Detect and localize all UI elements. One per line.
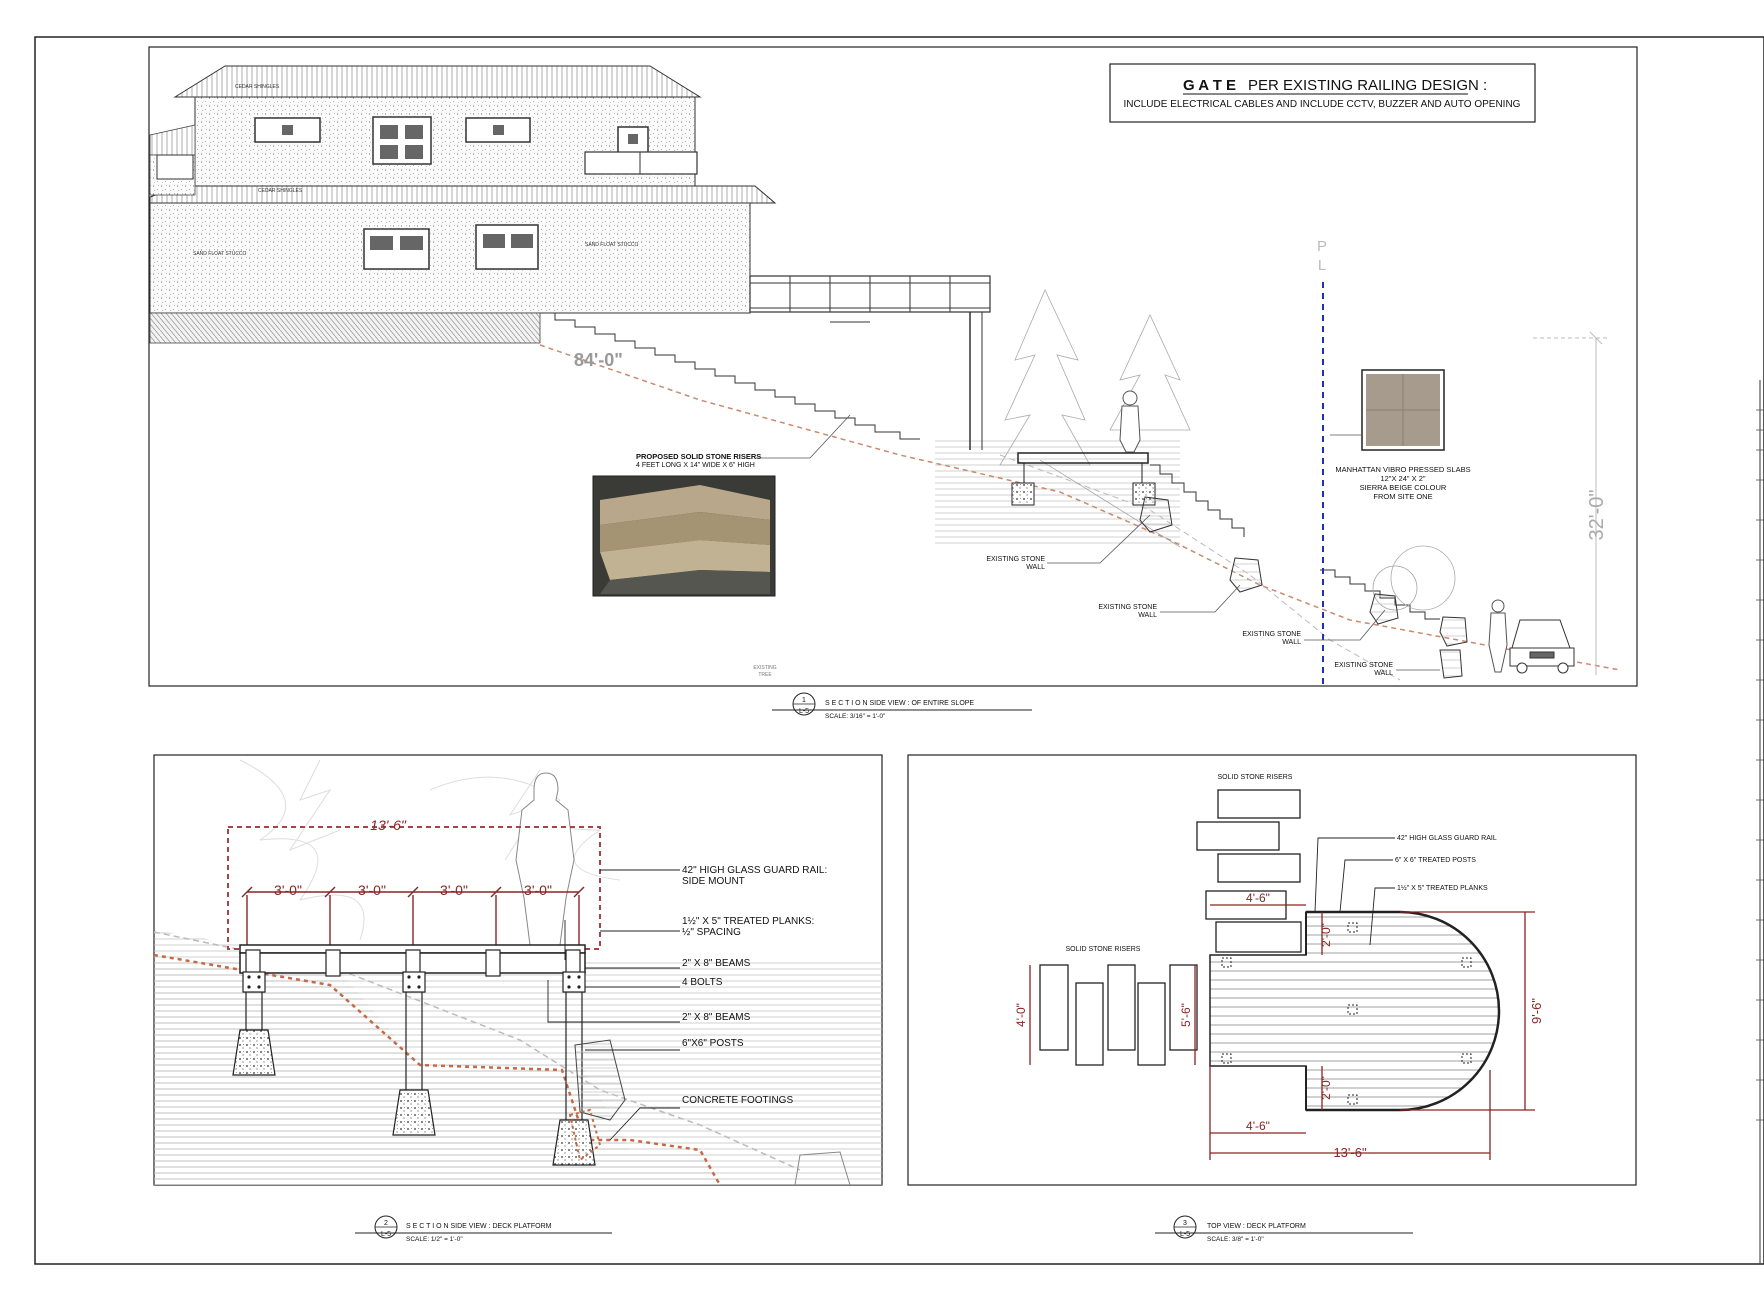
slab-line-1: MANHATTAN VIBRO PRESSED SLABS (1335, 465, 1470, 474)
wall-label-2: SAND FLOAT STUCCO (585, 242, 639, 248)
height-dim-label: 32'-0" (1586, 490, 1608, 541)
dim-top-notch: 2'-0" (1319, 923, 1333, 947)
wall-3-line-b: WALL (1282, 639, 1301, 646)
slab-line-2: 12"X 24" X 2" (1380, 474, 1425, 483)
wall-label-1: SAND FLOAT STUCCO (193, 251, 247, 257)
bay-dim-1: 3'-0" (274, 882, 302, 898)
risers-spec: 4 FEET LONG X 14" WIDE X 6" HIGH (636, 462, 755, 469)
wall-2-line-b: WALL (1138, 612, 1157, 619)
footing-highlight (568, 1108, 602, 1162)
note-planks-2: ½" SPACING (682, 927, 741, 938)
section3-title-ref: L-5 (1180, 1231, 1190, 1238)
section3-title: 3 L-5 TOP VIEW : DECK PLATFORM SCALE: 3/… (1155, 1215, 1413, 1243)
slab-line-4: FROM SITE ONE (1373, 492, 1432, 501)
house-elevation: CEDAR SHINGLES CEDAR SHINGLES SAND FLOAT… (149, 65, 777, 344)
dim-mid: 5'-6" (1179, 1003, 1193, 1027)
section2-title: 2 L-5 S E C T I O N SIDE VIEW : DECK PLA… (355, 1215, 612, 1243)
section2-title-num: 2 (384, 1220, 388, 1227)
bolt-marks (247, 975, 581, 989)
slab-line-3: SIERRA BEIGE COLOUR (1360, 483, 1447, 492)
section1-title-text: S E C T I O N SIDE VIEW : OF ENTIRE SLOP… (825, 700, 974, 707)
elevation-tag: 84'-0" (574, 350, 623, 370)
section3-title-num: 3 (1183, 1220, 1187, 1227)
slab-swatch (1330, 369, 1445, 451)
top-view-risers (1039, 789, 1302, 1066)
dim-top-width: 4'-6" (1246, 891, 1270, 905)
tree-label-2: TREE (758, 672, 772, 678)
note-planks-1: 1½" X 5" TREATED PLANKS: (682, 916, 814, 927)
top-view-dimensions (1029, 904, 1535, 1160)
note-rail-2: SIDE MOUNT (682, 876, 745, 887)
wall-1-line-b: WALL (1026, 564, 1045, 571)
dim-left-risers: 4'-0" (1014, 1003, 1028, 1027)
height-dimension (1533, 331, 1610, 675)
section3-scale: SCALE: 3/8" = 1'-0" (1207, 1236, 1264, 1243)
gate-note: G A T E PER EXISTING RAILING DESIGN : IN… (1109, 63, 1536, 123)
dim-bottom-notch: 2'-0" (1319, 1076, 1333, 1100)
sheet-border (34, 36, 1764, 1265)
wall-3-line-a: EXISTING STONE (1242, 631, 1301, 638)
note-rail-top: 42" HIGH GLASS GUARD RAIL (1397, 835, 1497, 842)
section1-title: 1 L-5 S E C T I O N SIDE VIEW : OF ENTIR… (772, 692, 1032, 720)
wall-4-line-b: WALL (1374, 670, 1393, 677)
section1-title-ref: L-5 (799, 708, 809, 715)
section2-scale: SCALE: 1/2" = 1'-0" (406, 1236, 463, 1243)
dim-overall: 13'-6" (1333, 1145, 1367, 1160)
dim-depth: 9'-6" (1529, 998, 1544, 1024)
gate-title-prefix: G A T E (1183, 77, 1236, 94)
section3-title-text: TOP VIEW : DECK PLATFORM (1207, 1223, 1306, 1230)
title-block-ticks (1756, 409, 1764, 1121)
car (1509, 619, 1575, 674)
note-beams-2: 2" X 8" BEAMS (682, 1012, 751, 1023)
note-posts-top: 6" X 6" TREATED POSTS (1395, 857, 1476, 864)
gate-title: PER EXISTING RAILING DESIGN : (1248, 77, 1487, 94)
note-rail-1: 42" HIGH GLASS GUARD RAIL: (682, 865, 827, 876)
gate-subtitle: INCLUDE ELECTRICAL CABLES AND INCLUDE CC… (1124, 99, 1521, 110)
post-markers (1221, 922, 1472, 1105)
note-beams-1: 2" X 8" BEAMS (682, 958, 751, 969)
roof-label-1: CEDAR SHINGLES (235, 84, 280, 90)
section2-title-text: S E C T I O N SIDE VIEW : DECK PLATFORM (406, 1223, 552, 1230)
risers-title: PROPOSED SOLID STONE RISERS (636, 452, 761, 461)
proposed-grade-line (154, 931, 801, 1171)
overall-dim-label: 13'-6" (370, 817, 407, 833)
section2-leaders (547, 869, 680, 1141)
risers-top-label: SOLID STONE RISERS (1218, 774, 1293, 781)
risers-left-label: SOLID STONE RISERS (1066, 946, 1141, 953)
note-planks-top: 1½" X 5" TREATED PLANKS (1397, 884, 1488, 892)
section2-title-ref: L-5 (381, 1231, 391, 1238)
note-bolts: 4 BOLTS (682, 977, 723, 988)
section3-leaders (1314, 837, 1395, 946)
existing-grade-line (154, 953, 722, 1185)
top-view-deck (1209, 910, 1501, 1112)
section1-title-num: 1 (802, 697, 806, 704)
bay-dim-2: 3'-0" (358, 882, 386, 898)
section1-scale: SCALE: 3/16" = 1'-0" (825, 713, 886, 720)
roof-label-2: CEDAR SHINGLES (258, 188, 303, 194)
note-footings: CONCRETE FOOTINGS (682, 1095, 793, 1106)
wall-4-line-a: EXISTING STONE (1334, 662, 1393, 669)
existing-stone-walls (1139, 496, 1468, 679)
dim-bottom-width: 4'-6" (1246, 1119, 1270, 1133)
wall-1-line-a: EXISTING STONE (986, 556, 1045, 563)
pl-letter-2: L (1318, 257, 1326, 274)
stone-stairs-upper (540, 312, 920, 440)
wall-2-line-a: EXISTING STONE (1098, 604, 1157, 611)
stone-wall-section2 (574, 1039, 626, 1121)
property-line: P L (1317, 238, 1327, 686)
pl-letter-1: P (1317, 238, 1327, 255)
concrete-footings (232, 1029, 596, 1166)
bay-dim-4: 3'-0" (524, 882, 552, 898)
bay-dim-3: 3'-0" (440, 882, 468, 898)
section3-viewport (907, 754, 1637, 1186)
human-figure-large (515, 772, 575, 946)
bridge-walkway (749, 275, 991, 450)
note-posts: 6"X6" POSTS (682, 1038, 744, 1049)
section1-viewport (148, 46, 1638, 687)
tree-label-1: EXISTING (753, 665, 776, 671)
stone-risers-photo (592, 475, 776, 597)
human-figure (1119, 390, 1508, 673)
